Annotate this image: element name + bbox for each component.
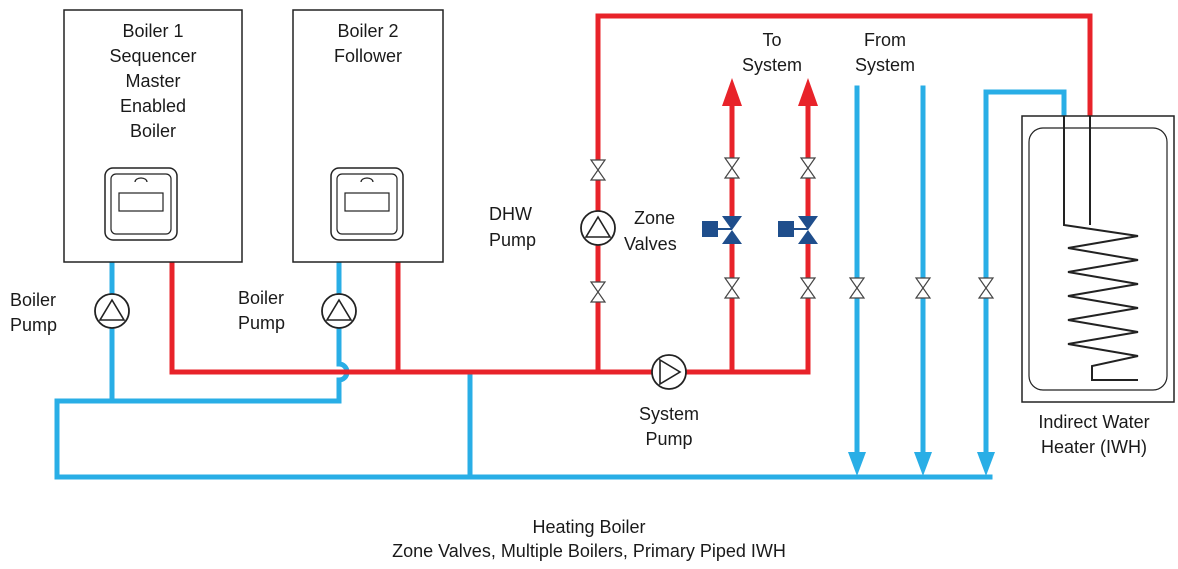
valve-zone-1-upper (723, 157, 741, 179)
dhw-pump-label-line-1: DHW (489, 204, 532, 224)
zone-valve-2-icon (778, 216, 818, 244)
boiler-2-line-2: Follower (334, 46, 402, 66)
to-system-label-line-2: System (742, 55, 802, 75)
supply-piping (169, 13, 1093, 375)
boiler-2: Boiler 2 Follower (292, 9, 444, 263)
valve-zone-2-lower (799, 277, 817, 299)
caption-title: Heating Boiler (532, 517, 645, 537)
valve-return-3 (977, 277, 995, 299)
caption-subtitle: Zone Valves, Multiple Boilers, Primary P… (392, 541, 786, 561)
labels: Boiler Pump Boiler Pump DHW Pump Zone Va… (10, 30, 1150, 457)
valve-dhw-lower (589, 281, 607, 303)
boiler-2-pump-icon (321, 293, 357, 329)
indirect-water-heater (1021, 115, 1175, 403)
boiler-2-line-1: Boiler 2 (337, 21, 398, 41)
from-system-label-line-1: From (864, 30, 906, 50)
supply-arrows (722, 78, 818, 106)
valve-return-2 (914, 277, 932, 299)
iwh-coil (1063, 116, 1139, 381)
boiler-1: Boiler 1 Sequencer Master Enabled Boiler (63, 9, 243, 263)
to-system-label-line-1: To (762, 30, 781, 50)
boiler-1-pump-icon (94, 293, 130, 329)
valve-dhw-upper (589, 159, 607, 181)
boiler-pump-2-label-line-2: Pump (238, 313, 285, 333)
system-pump-icon (651, 354, 687, 390)
supply-arrow-1 (722, 78, 742, 106)
boiler-pump-2-label-line-1: Boiler (238, 288, 284, 308)
boiler-pump-1-label-line-2: Pump (10, 315, 57, 335)
valve-zone-2-upper (799, 157, 817, 179)
return-arrow-1 (848, 452, 866, 476)
boiler-1-line-3: Master (125, 71, 180, 91)
boiler-pump-1-label-line-1: Boiler (10, 290, 56, 310)
return-arrows (848, 452, 995, 476)
valve-zone-1-lower (723, 277, 741, 299)
dhw-pump-label-line-2: Pump (489, 230, 536, 250)
boiler-1-line-4: Enabled (120, 96, 186, 116)
from-system-label-line-2: System (855, 55, 915, 75)
zone-valves-label-line-2: Valves (624, 234, 677, 254)
valve-return-1 (848, 277, 866, 299)
zone-valves-label-line-1: Zone (634, 208, 675, 228)
zone-valve-1-icon (702, 216, 742, 244)
return-piping (54, 85, 1067, 480)
system-pump-label-line-1: System (639, 404, 699, 424)
isolation-valves (589, 157, 995, 303)
supply-arrow-2 (798, 78, 818, 106)
return-arrow-3 (977, 452, 995, 476)
boiler-1-line-1: Boiler 1 (122, 21, 183, 41)
system-pump-label-line-2: Pump (645, 429, 692, 449)
return-arrow-2 (914, 452, 932, 476)
iwh-label-line-1: Indirect Water (1038, 412, 1149, 432)
iwh-label-line-2: Heater (IWH) (1041, 437, 1147, 457)
boiler-1-line-5: Boiler (130, 121, 176, 141)
boiler-1-line-2: Sequencer (109, 46, 196, 66)
dhw-pump-icon (580, 210, 616, 246)
diagram-caption: Heating Boiler Zone Valves, Multiple Boi… (392, 517, 786, 561)
